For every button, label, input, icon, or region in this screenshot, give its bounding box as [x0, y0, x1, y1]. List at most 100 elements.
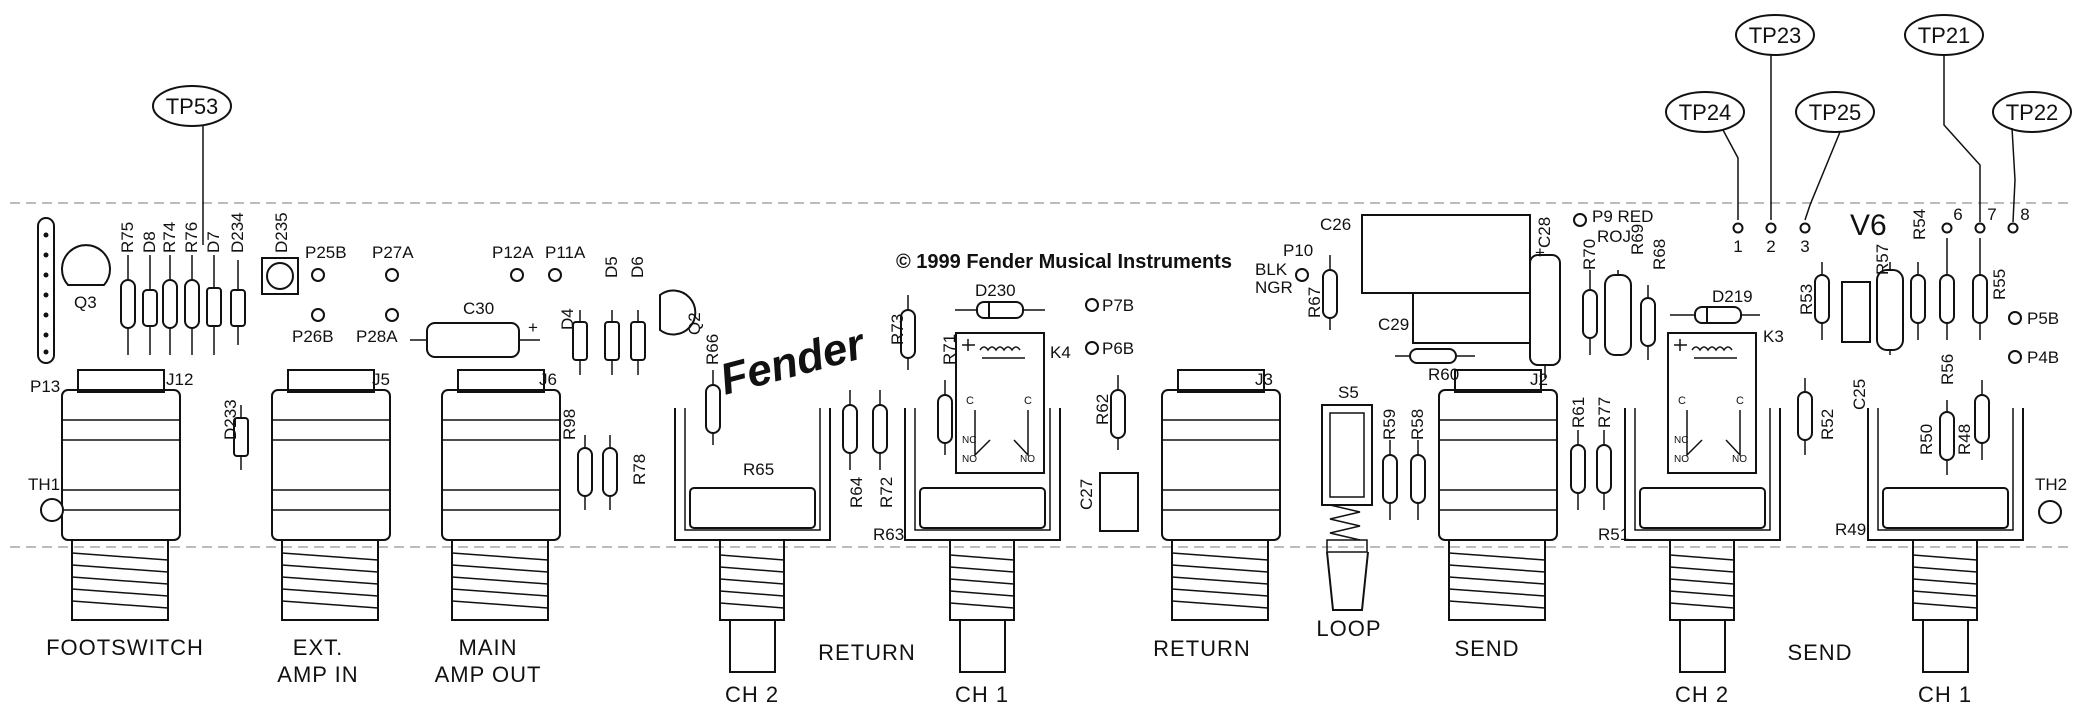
r69-label: R69	[1628, 224, 1647, 255]
s5-label: S5	[1338, 383, 1359, 402]
test-point-tp53: TP53	[152, 85, 232, 245]
test-point-tp21: TP21	[1904, 14, 1984, 222]
r74-label: R74	[160, 222, 179, 253]
r72-label: R72	[877, 477, 896, 508]
p12a-label: P12A	[492, 243, 534, 262]
jack-j5: J5	[271, 369, 391, 621]
pin-8-label: 8	[2020, 205, 2029, 224]
diode-d235: D235	[261, 212, 299, 295]
r78-label: R78	[630, 454, 649, 485]
pads-p12-p11: P12A P11A	[492, 243, 586, 282]
r75-label: R75	[118, 222, 137, 253]
q2-label: Q2	[685, 312, 704, 335]
r57-label: R57	[1873, 244, 1892, 275]
k4-c2: C	[1024, 395, 1032, 407]
label-return-2: RETURN	[1153, 636, 1251, 661]
r53-label: R53	[1797, 284, 1816, 315]
resistors-r64-r72: R64 R72	[842, 390, 896, 508]
test-point-tp24: TP24	[1665, 91, 1745, 220]
label-ch2-b: CH 2	[1675, 682, 1729, 707]
label-send-2: SEND	[1787, 640, 1852, 665]
tp22-label: TP22	[2006, 100, 2059, 125]
r63-label: R63	[873, 525, 904, 544]
k3-c2: C	[1736, 395, 1744, 407]
resistor-r52: R52	[1797, 378, 1837, 455]
p10-label: P10	[1283, 241, 1313, 260]
capacitor-c28: C28 +	[1529, 217, 1561, 378]
j5-label: J5	[372, 370, 390, 389]
svg-text:+: +	[528, 318, 538, 337]
pot-ch1-b: R49	[1835, 408, 2024, 673]
test-point-tp25: TP25	[1795, 91, 1875, 221]
th1-label: TH1	[28, 475, 60, 494]
blk-label: BLK	[1255, 260, 1288, 279]
test-point-tp22: TP22	[1992, 91, 2072, 223]
relay-k3: C C NC NO NO K3	[1667, 327, 1784, 474]
p26b-label: P26B	[292, 327, 334, 346]
label-amp-out: AMP OUT	[435, 662, 542, 687]
label-ch2-a: CH 2	[725, 682, 779, 707]
p11a-label: P11A	[545, 243, 586, 262]
label-footswitch: FOOTSWITCH	[46, 635, 204, 660]
r58-label: R58	[1408, 409, 1427, 440]
p27a-label: P27A	[372, 243, 414, 262]
capacitor-c29: C29	[1378, 292, 1531, 344]
p9red-label: P9 RED	[1592, 207, 1653, 226]
pin-6-label: 6	[1953, 205, 1962, 224]
r51-label: R51	[1598, 525, 1629, 544]
pad-p10-blk-ngr: P10 BLK NGR	[1255, 241, 1313, 297]
resistors-r61-r77: R61 R77	[1569, 397, 1614, 510]
capacitor-c27: C27	[1077, 472, 1139, 532]
d233-label: D233	[221, 399, 240, 440]
resistor-r67: R67	[1305, 255, 1338, 330]
jack-j12: J12	[61, 369, 193, 621]
resistor-r60: R60	[1395, 348, 1475, 384]
k3-no1: NO	[1674, 454, 1689, 465]
j6-label: J6	[539, 370, 557, 389]
k4-label: K4	[1050, 343, 1071, 362]
resistors-r59-r58: R59 R58	[1380, 409, 1427, 520]
p7b-label: P7B	[1102, 296, 1134, 315]
r61-label: R61	[1569, 397, 1588, 428]
k4-nc: NC	[962, 435, 976, 446]
p5b-label: P5B	[2027, 309, 2059, 328]
r76-label: R76	[182, 222, 201, 253]
resistors-r56-r50-r48: R56 R50 R48	[1917, 354, 1990, 475]
jack-j3: J3	[1161, 369, 1281, 621]
p13-label: P13	[30, 377, 60, 396]
r52-label: R52	[1818, 409, 1837, 440]
label-ch1-a: CH 1	[955, 682, 1009, 707]
r77-label: R77	[1595, 397, 1614, 428]
th2-label: TH2	[2035, 475, 2067, 494]
c25-label: C25	[1850, 379, 1869, 410]
r98-label: R98	[560, 409, 579, 440]
capacitor-c26: C26	[1320, 214, 1531, 294]
pad-p9-red-roj: P9 RED ROJ	[1573, 207, 1653, 246]
label-send-1: SEND	[1454, 636, 1519, 661]
c27-label: C27	[1077, 479, 1096, 510]
resistor-bank-left: R75 D8 R74 R76 D7 D234	[118, 212, 247, 355]
r56-label: R56	[1938, 354, 1957, 385]
v6-mark: V6	[1850, 209, 1887, 242]
resistors-r70-r69-r68: R70 R69 R68	[1580, 224, 1669, 360]
pin-row: 1 2 3 6 7 8	[1732, 205, 2030, 256]
q3-label: Q3	[74, 293, 97, 312]
resistor-bank-right: R57 R54 R55	[1873, 209, 2009, 355]
r54-label: R54	[1910, 209, 1929, 240]
relay-k4: C C NC NO NO K4	[955, 332, 1071, 474]
d5-label: D5	[602, 256, 621, 278]
r62-label: R62	[1093, 394, 1112, 425]
p4b-label: P4B	[2027, 348, 2059, 367]
resistor-r53: R53	[1797, 262, 1830, 340]
transistor-q2: Q2	[659, 289, 704, 336]
k3-nc: NC	[1674, 435, 1688, 446]
p6b-label: P6B	[1102, 339, 1134, 358]
d219-label: D219	[1712, 287, 1753, 306]
connector-p13: P13	[30, 217, 60, 396]
tp24-label: TP24	[1679, 100, 1732, 125]
r59-label: R59	[1380, 409, 1399, 440]
j2-label: J2	[1530, 370, 1548, 389]
r65-label: R65	[743, 460, 774, 479]
d234-label: D234	[228, 212, 247, 253]
pin-1-label: 1	[1733, 237, 1742, 256]
